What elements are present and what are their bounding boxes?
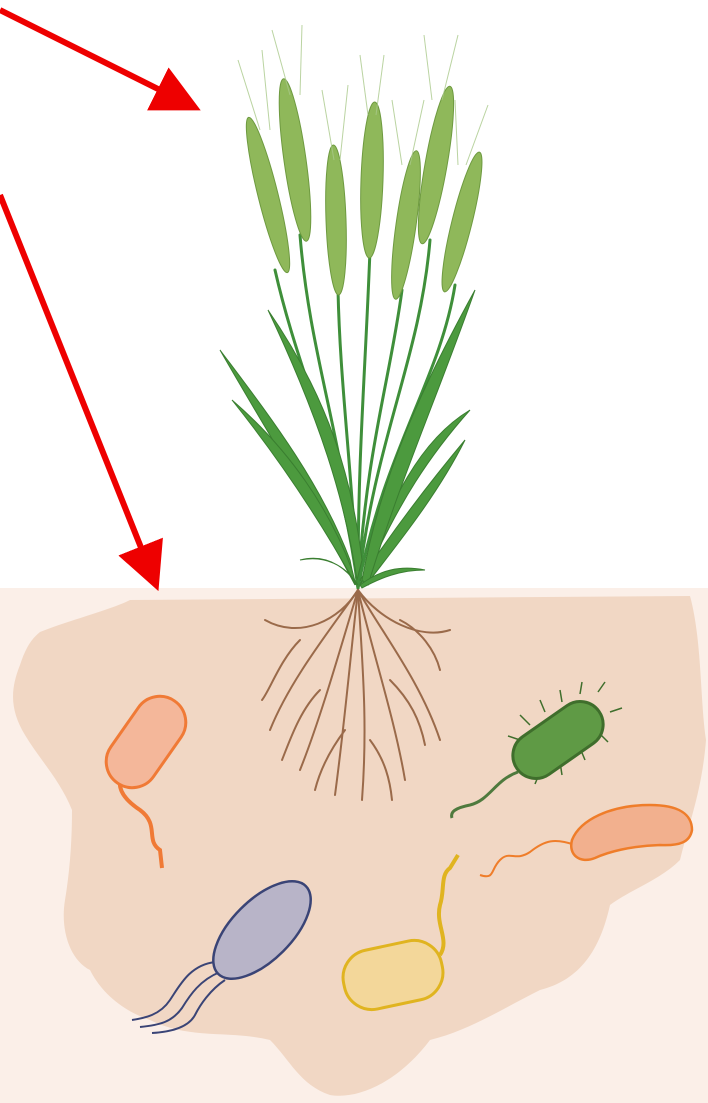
wheat-ears xyxy=(239,77,489,300)
arrow-to-soil xyxy=(0,195,154,580)
arrows xyxy=(0,10,190,580)
arrow-to-plant xyxy=(0,10,190,105)
